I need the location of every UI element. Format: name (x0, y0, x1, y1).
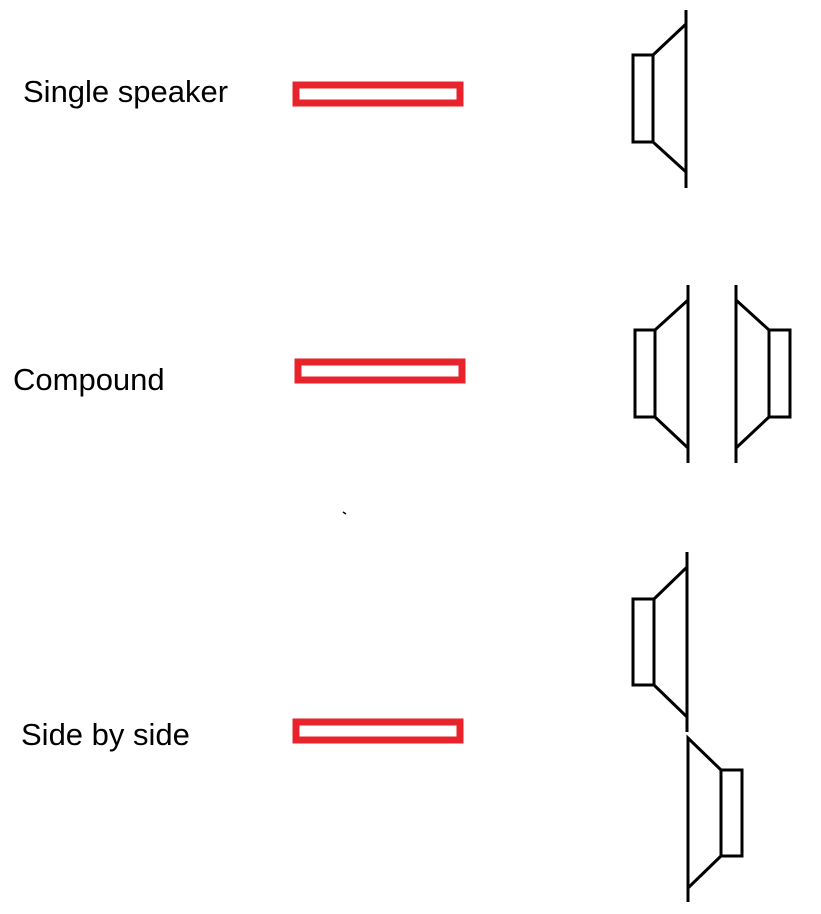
row-label-single-speaker: Single speaker (23, 74, 229, 109)
driver-bar-icon (292, 718, 464, 744)
speaker-icon-right (734, 285, 792, 463)
driver-bar-icon (294, 358, 466, 384)
speaker-icon-lower (686, 734, 744, 902)
row-single-speaker (292, 10, 688, 188)
speaker-icon-left (633, 285, 690, 463)
speaker-icon-upper (631, 552, 689, 732)
row-label-compound: Compound (13, 362, 165, 397)
row-compound (294, 285, 792, 463)
row-label-side-by-side: Side by side (21, 717, 190, 752)
speaker-icon (631, 10, 688, 188)
driver-bar-icon (292, 81, 464, 107)
stray-mark (342, 511, 347, 515)
row-side-by-side (292, 552, 744, 902)
